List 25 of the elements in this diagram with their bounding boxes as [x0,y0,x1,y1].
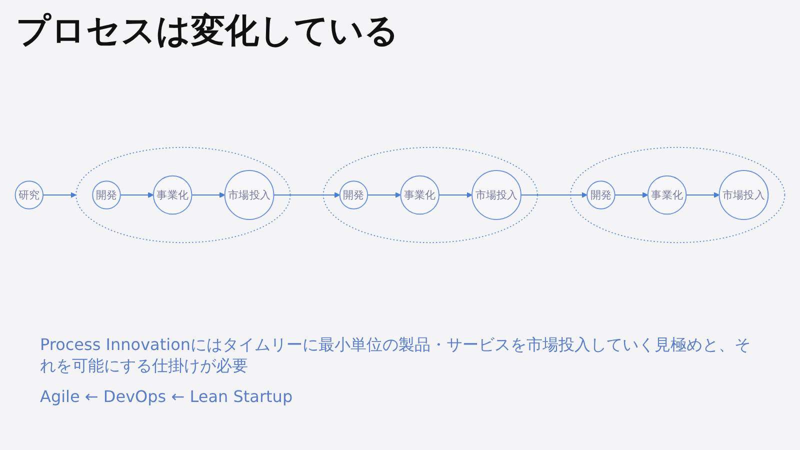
cluster [322,146,538,244]
slide-title: プロセスは変化している [16,10,399,53]
note-text: Agile ← DevOps ← Lean Startup [40,387,294,406]
node-circle: 事業化 [152,175,192,215]
node-circle: 開発 [586,180,616,210]
note-text: Process Innovationにはタイムリーに最小単位の製品・サービスを市場投入していく見極めと、それを可能にする仕掛けが必要 [40,335,752,377]
node-circle: 市場投入 [718,170,769,220]
node-circle: 事業化 [647,175,687,215]
arrow [42,192,76,198]
node-circle: 市場投入 [224,170,274,220]
cluster [76,146,291,244]
node-circle: 市場投入 [472,170,522,220]
arrow [614,192,648,198]
arrow [191,192,226,198]
arrow [520,192,588,198]
arrow [438,192,472,198]
cluster [570,146,786,244]
node-circle: 開発 [92,180,121,210]
node-circle: 開発 [339,180,368,210]
arrow [367,192,401,198]
arrow [273,192,340,198]
arrow [120,192,154,198]
node-circle: 事業化 [400,175,440,215]
node-circle: 研究 [14,180,44,210]
arrow [686,192,720,198]
